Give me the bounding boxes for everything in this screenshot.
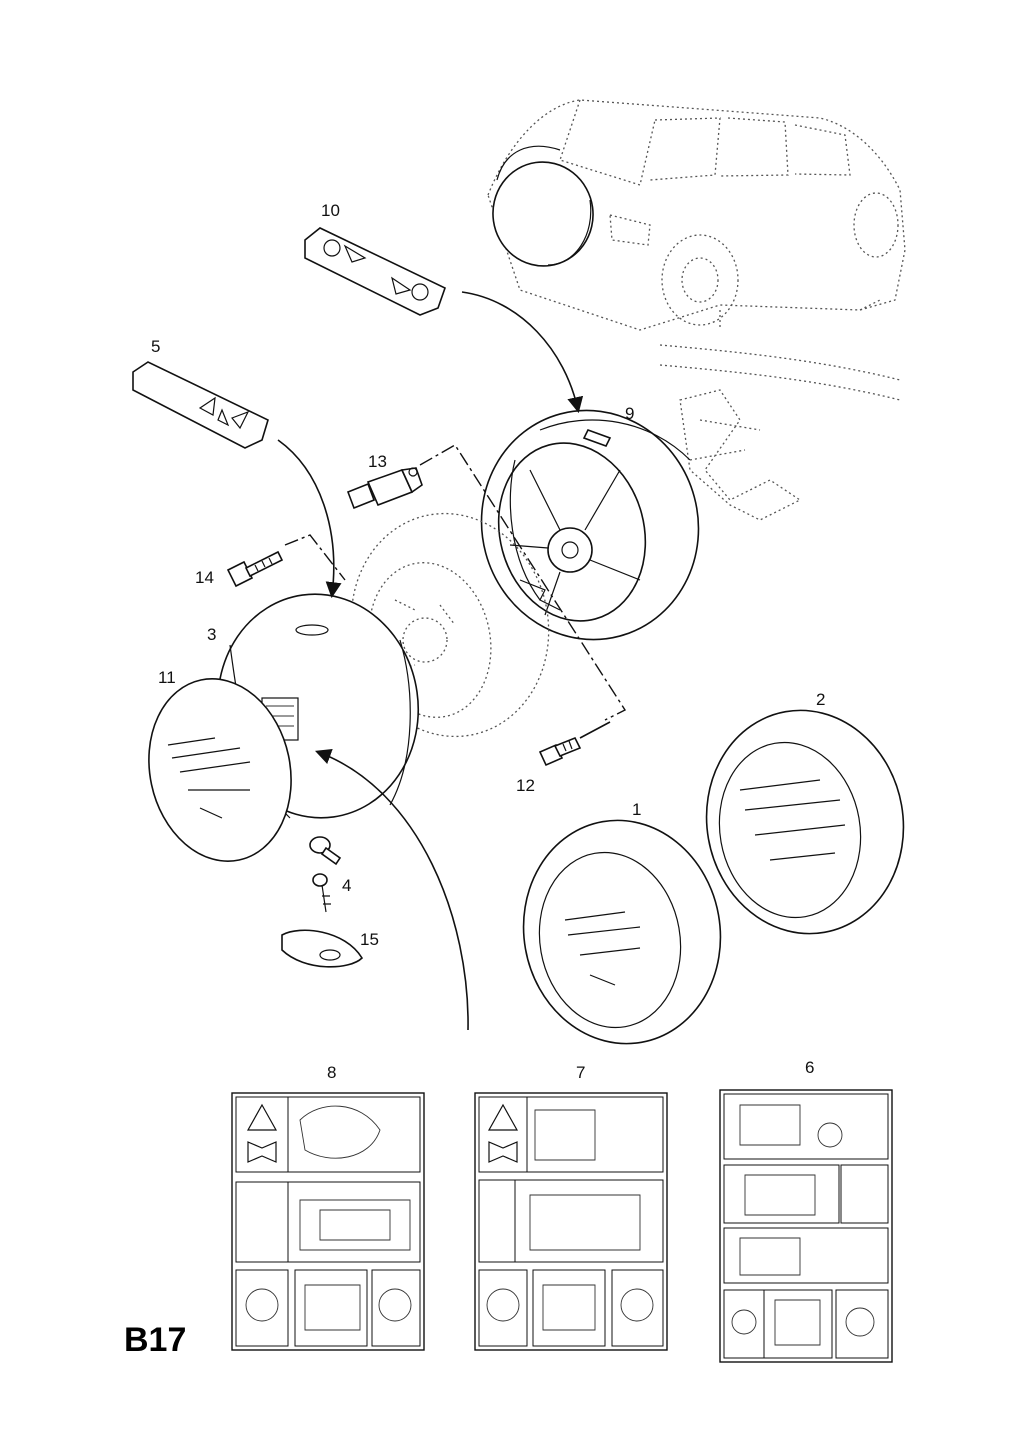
leader-lines: [277, 291, 627, 1031]
wheel-carrier-9: [480, 409, 700, 641]
callout-8: 8: [327, 1063, 336, 1082]
bolt-14: [226, 550, 284, 588]
spare-cover-1: [522, 819, 722, 1045]
callout-15: 15: [360, 930, 379, 949]
decal-10: [304, 227, 446, 316]
callout-14: 14: [195, 568, 214, 587]
callout-4: 4: [342, 876, 351, 895]
bolt-12: [538, 736, 582, 767]
callout-9: 9: [625, 404, 634, 423]
callout-5: 5: [151, 337, 160, 356]
callout-2: 2: [816, 690, 825, 709]
lock-cylinder-13: [346, 467, 423, 510]
callout-7: 7: [576, 1063, 585, 1082]
instruction-card-7: [474, 1092, 668, 1351]
decal-5: [132, 361, 269, 449]
instruction-card-6: [719, 1089, 893, 1363]
vehicle-outline: [487, 99, 906, 521]
callout-1: 1: [632, 800, 641, 819]
callout-3: 3: [207, 625, 216, 644]
callout-13: 13: [368, 452, 387, 471]
page-code: B17: [124, 1321, 186, 1359]
callout-11: 11: [158, 668, 176, 687]
cover-plate-11: [148, 678, 292, 862]
callout-6: 6: [805, 1058, 814, 1077]
cap-15: [281, 929, 364, 968]
keys-4: [309, 836, 342, 913]
spare-cover-2: [705, 709, 905, 935]
vehicle-spare-wheel: [492, 145, 594, 267]
instruction-card-8: [231, 1092, 425, 1351]
callout-10: 10: [321, 201, 340, 220]
callout-12: 12: [516, 776, 535, 795]
